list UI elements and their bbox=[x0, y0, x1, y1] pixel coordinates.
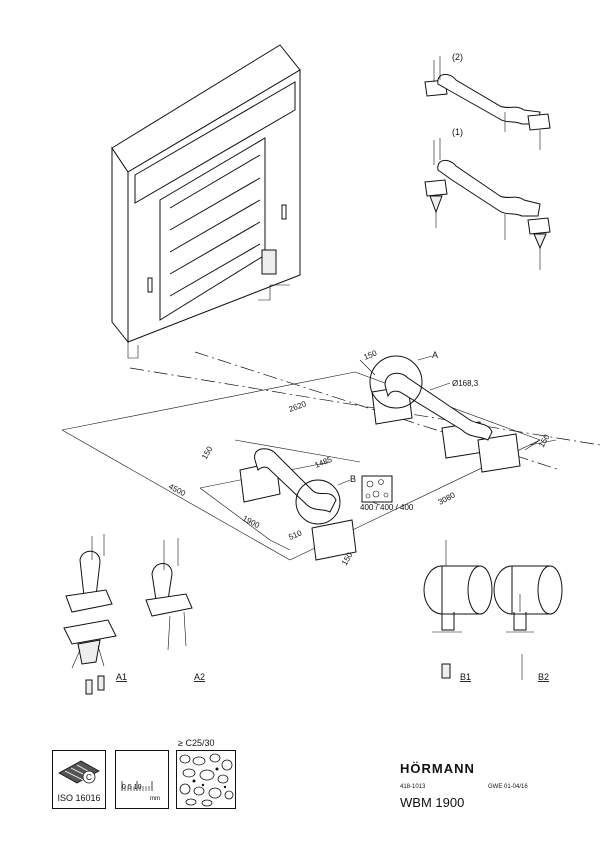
scale-symbol-box bbox=[115, 750, 169, 809]
label-b1: B1 bbox=[460, 672, 471, 682]
detail-b2 bbox=[493, 565, 563, 680]
model-name: WBM 1900 bbox=[400, 795, 465, 810]
detail-b1 bbox=[423, 540, 493, 679]
foundation-size-label: 400 / 400 / 400 bbox=[360, 503, 414, 512]
ruler-icon bbox=[121, 781, 153, 791]
detail-b-label: B bbox=[350, 474, 356, 484]
concrete-texture-icon bbox=[179, 753, 234, 807]
dock-shelter bbox=[111, 44, 301, 359]
iso-label: ISO 16016 bbox=[57, 793, 101, 803]
variant-1-label: (1) bbox=[452, 127, 463, 137]
label-a1: A1 bbox=[116, 672, 127, 682]
iso-pictogram-icon: C bbox=[58, 760, 100, 784]
brand-logo: HÖRMANN bbox=[400, 761, 475, 776]
dim-510: 510 bbox=[287, 528, 303, 542]
dim-150-top: 150 bbox=[362, 348, 378, 362]
document-version: GWE 01-04/16 bbox=[488, 784, 528, 790]
detail-a-label: A bbox=[432, 350, 438, 360]
foundation-blocks bbox=[239, 355, 521, 561]
scale-numbers: 0 5 10 bbox=[122, 784, 142, 791]
svg-text:C: C bbox=[86, 773, 92, 782]
label-a2: A2 bbox=[194, 672, 205, 682]
dim-1900: 1900 bbox=[241, 514, 261, 531]
iso-symbol-box: C ISO 16016 bbox=[52, 750, 106, 809]
variant-2-assembly bbox=[424, 56, 551, 150]
variant-2-label: (2) bbox=[452, 52, 463, 62]
concrete-sample bbox=[361, 475, 393, 503]
dim-150-left: 150 bbox=[200, 444, 215, 461]
detail-a2 bbox=[145, 538, 193, 651]
pipe-diameter-label: Ø168,3 bbox=[452, 379, 479, 388]
dim-3080: 3080 bbox=[437, 490, 457, 507]
label-b2: B2 bbox=[538, 672, 549, 682]
variant-1-assembly bbox=[424, 138, 551, 270]
dim-1485: 1485 bbox=[313, 455, 333, 470]
document-number: 418-1013 bbox=[400, 784, 426, 790]
dim-2620: 2620 bbox=[288, 399, 308, 414]
detail-a1 bbox=[63, 534, 117, 695]
concrete-grade-label: ≥ C25/30 bbox=[178, 738, 215, 748]
scale-unit: mm bbox=[150, 796, 160, 802]
concrete-symbol-box bbox=[176, 750, 236, 809]
leader-lines bbox=[337, 355, 557, 506]
